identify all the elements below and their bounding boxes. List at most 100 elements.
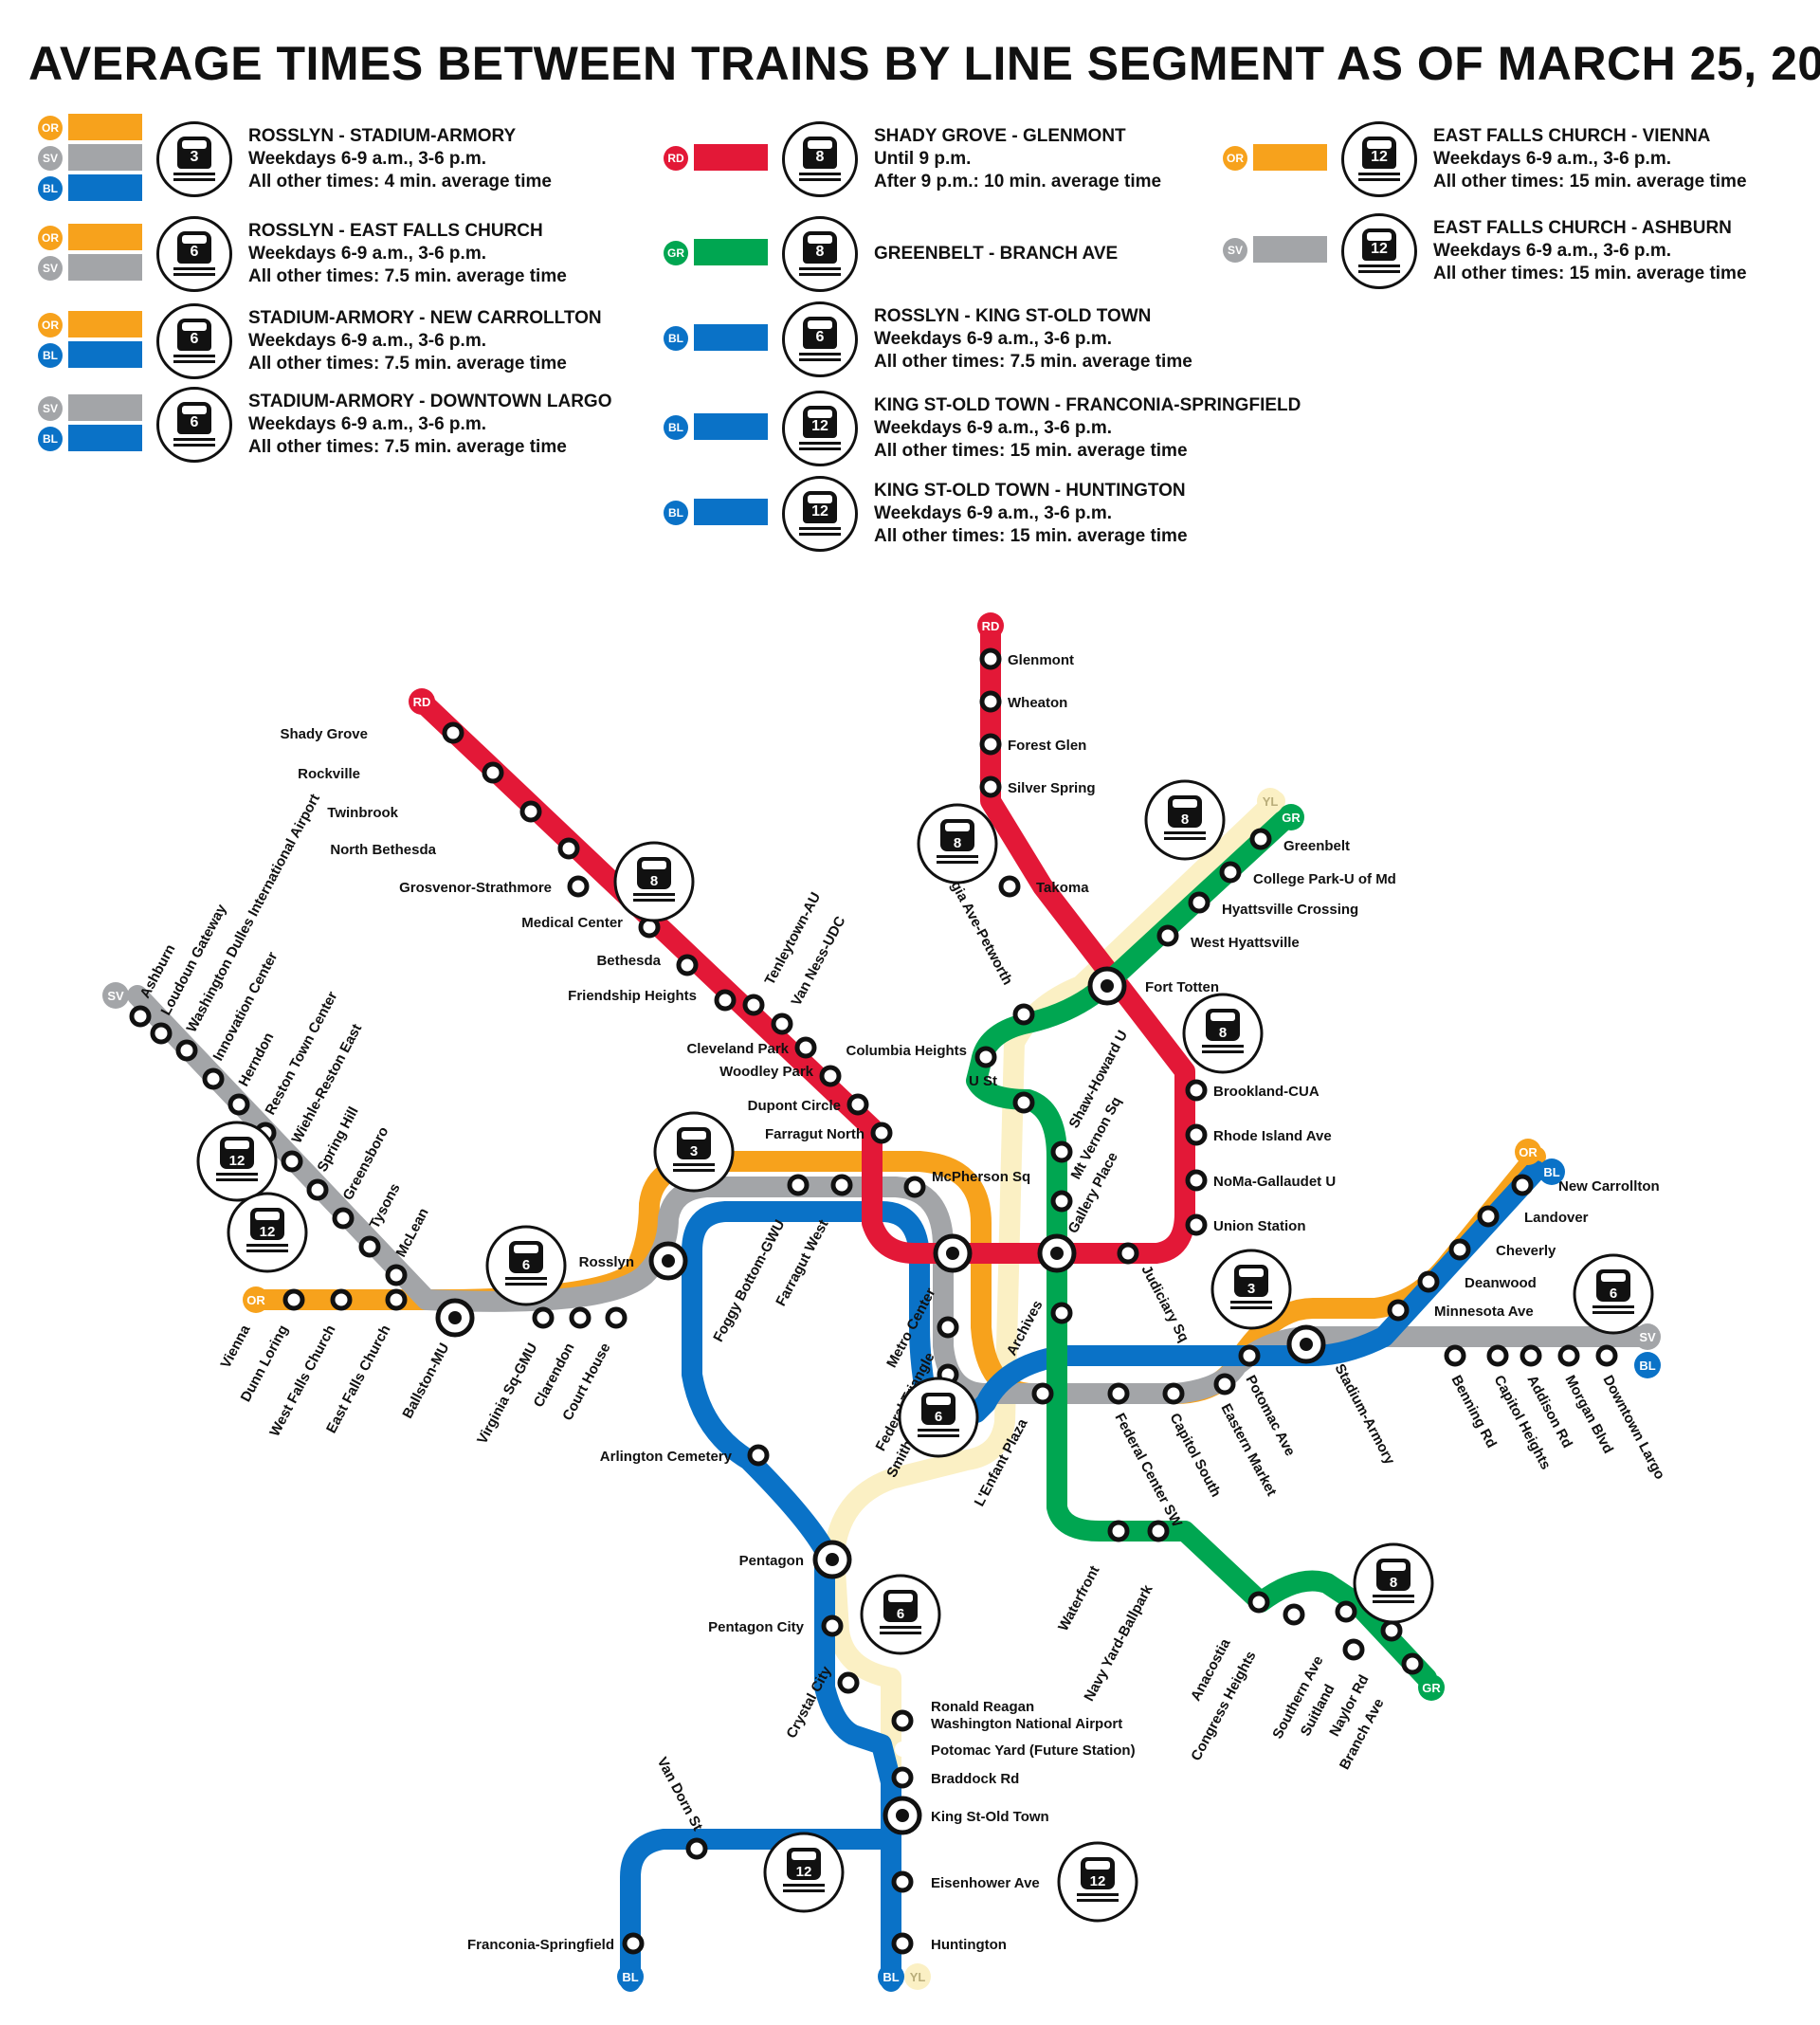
station-marker[interactable] [1185,1213,1208,1236]
station-marker[interactable] [1012,1003,1035,1026]
station-marker[interactable] [1147,1520,1170,1542]
station-marker[interactable] [685,1837,708,1860]
train-headway-icon: 6 [782,301,858,377]
station-marker[interactable] [1213,1373,1236,1396]
station-marker[interactable] [385,1288,408,1311]
station-marker[interactable] [622,1932,645,1955]
station-marker[interactable] [332,1207,355,1230]
station-marker[interactable] [330,1288,353,1311]
station-marker[interactable] [1238,1344,1261,1367]
line-end-badge-or [1515,1139,1541,1165]
station-marker[interactable] [1117,1242,1139,1265]
station-marker[interactable] [202,1067,225,1090]
station-marker[interactable] [1380,1619,1403,1642]
station-marker[interactable] [1444,1344,1466,1367]
station-marker[interactable] [891,1766,914,1789]
station-marker[interactable] [1387,1299,1410,1322]
station-marker[interactable] [1335,1600,1357,1623]
station-marker[interactable] [1185,1123,1208,1146]
station-marker[interactable] [903,1176,926,1198]
station-marker[interactable] [794,1036,817,1059]
station-marker[interactable] [1401,1652,1424,1675]
line-color-bar [68,341,142,368]
station-marker[interactable] [1185,1079,1208,1102]
line-badge-bl: BL [664,501,688,525]
station-marker[interactable] [306,1178,329,1201]
station-marker[interactable] [979,690,1002,713]
station-marker[interactable] [1520,1344,1542,1367]
station-marker[interactable] [1247,1591,1270,1614]
station-marker[interactable] [385,1264,408,1286]
rail [1077,1899,1119,1902]
station-marker[interactable] [870,1122,893,1144]
line-end-badge-label: GR [1282,811,1301,825]
station-marker[interactable] [979,775,1002,798]
station-marker[interactable] [974,1046,997,1068]
station-marker[interactable] [1162,1382,1185,1405]
station-marker[interactable] [837,1671,860,1694]
station-marker[interactable] [557,837,580,860]
station-marker[interactable] [605,1306,628,1329]
station-marker[interactable] [830,1174,853,1196]
station-marker[interactable] [771,1012,793,1035]
station-marker[interactable] [676,954,699,976]
station-marker[interactable] [519,800,542,823]
headway-minutes: 6 [935,1409,942,1425]
station-marker[interactable] [1050,1190,1073,1213]
station-marker[interactable] [1595,1344,1618,1367]
station-marker[interactable] [442,721,464,744]
station-marker[interactable] [979,648,1002,670]
station-marker[interactable] [1249,828,1272,850]
station-marker[interactable] [1050,1140,1073,1163]
station-label: Judiciary Sq [1138,1263,1192,1345]
station-marker[interactable] [1188,891,1210,914]
station-marker[interactable] [821,1615,844,1637]
station-marker[interactable] [1417,1270,1440,1293]
station-marker[interactable] [742,994,765,1016]
station-marker[interactable] [891,1709,914,1732]
station-marker[interactable] [819,1065,842,1087]
station-marker[interactable] [1156,924,1179,947]
map-headway-icon: 3 [653,1111,735,1193]
station-marker[interactable] [747,1444,770,1467]
station-marker[interactable] [281,1150,303,1173]
station-marker[interactable] [714,989,737,1012]
station-marker[interactable] [787,1174,810,1196]
station-marker[interactable] [567,875,590,898]
station-marker[interactable] [129,1005,152,1028]
station-marker[interactable] [1557,1344,1580,1367]
station-marker[interactable] [979,733,1002,756]
station-marker[interactable] [1012,1091,1035,1114]
station-label: Wheaton [1008,695,1067,711]
future-station-marker [895,1742,910,1757]
station-marker[interactable] [569,1306,592,1329]
station-marker[interactable] [1050,1302,1073,1324]
station-marker[interactable] [1342,1638,1365,1661]
train-window [926,1396,951,1405]
station-marker[interactable] [1283,1603,1305,1626]
station-marker[interactable] [228,1093,250,1116]
station-marker[interactable] [150,1022,173,1045]
station-marker[interactable] [998,875,1021,898]
station-marker[interactable] [282,1288,305,1311]
station-marker[interactable] [1511,1174,1534,1196]
station-marker[interactable] [1448,1238,1471,1261]
station-marker[interactable] [532,1306,555,1329]
train-window [642,861,666,869]
station-marker[interactable] [1107,1382,1130,1405]
station-marker[interactable] [846,1093,869,1116]
station-marker[interactable] [1486,1344,1509,1367]
station-marker[interactable] [1107,1520,1130,1542]
station-marker[interactable] [1031,1382,1054,1405]
station-marker[interactable] [937,1316,959,1339]
station-marker[interactable] [358,1235,381,1258]
headway-minutes: 8 [650,873,658,889]
station-marker[interactable] [1185,1169,1208,1192]
station-marker[interactable] [1477,1205,1500,1228]
station-marker[interactable] [175,1039,198,1062]
station-marker[interactable] [891,1870,914,1893]
legend-line1: Weekdays 6-9 a.m., 3-6 p.m. [1433,241,1671,261]
station-marker[interactable] [482,761,504,784]
station-marker[interactable] [891,1932,914,1955]
station-marker[interactable] [1219,861,1242,884]
